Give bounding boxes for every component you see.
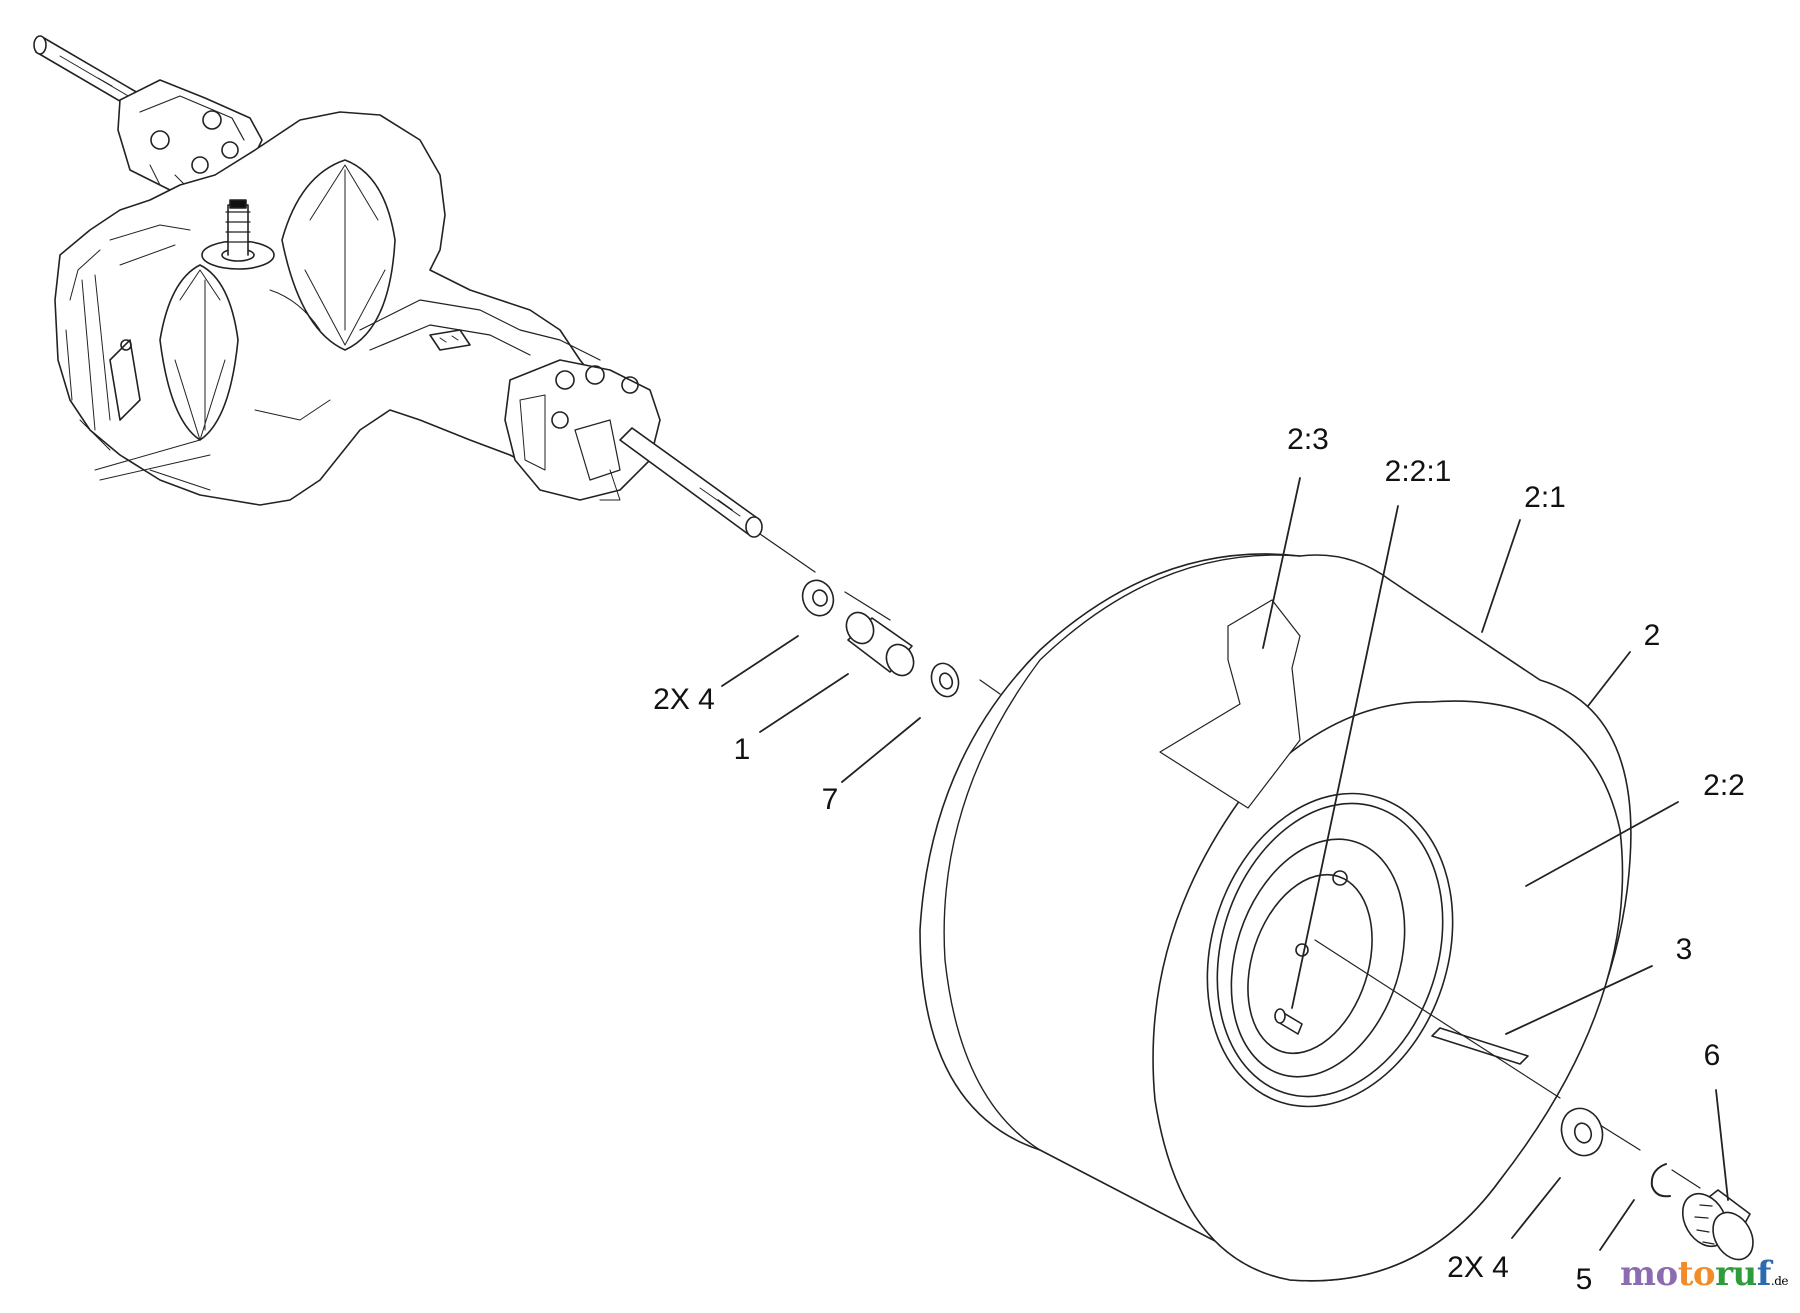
washer-small xyxy=(930,662,960,698)
axle-center-line xyxy=(759,533,1001,695)
retaining-ring xyxy=(1650,1163,1671,1198)
leader-1 xyxy=(759,673,849,733)
leader-5 xyxy=(1599,1199,1635,1251)
callout-2-1: 2:1 xyxy=(1524,481,1566,514)
leader-7 xyxy=(841,717,921,783)
leader-2-3 xyxy=(1262,477,1301,649)
motoruf-watermark-logo: motoruf.de xyxy=(1620,1254,1788,1294)
leader-2-2 xyxy=(1525,801,1679,887)
callout-2-2: 2:2 xyxy=(1703,769,1745,802)
callout-3: 3 xyxy=(1675,933,1693,966)
wheel-tire-assembly xyxy=(919,553,1701,1282)
hub-cap xyxy=(1681,1189,1754,1261)
spacer-bushing xyxy=(845,611,915,677)
washer-left xyxy=(801,579,835,617)
transaxle-housing xyxy=(33,35,763,538)
callout-6: 6 xyxy=(1703,1039,1721,1072)
callout-1: 1 xyxy=(733,733,751,766)
leader-2x4-left xyxy=(721,635,799,687)
callout-2-2-1: 2:2:1 xyxy=(1384,455,1452,488)
leader-2-1 xyxy=(1481,519,1521,633)
watermark-domain: .de xyxy=(1770,1274,1789,1288)
axle-shaft-lower xyxy=(619,427,763,538)
leader-3 xyxy=(1505,965,1653,1035)
leader-2x4-right xyxy=(1511,1177,1561,1239)
watermark-text: motoruf xyxy=(1620,1254,1771,1294)
leader-2-2-1 xyxy=(1291,505,1399,1009)
valve-stem xyxy=(1274,1008,1303,1035)
leader-lines xyxy=(721,477,1729,1251)
callout-5: 5 xyxy=(1575,1263,1593,1296)
callout-7: 7 xyxy=(821,783,839,816)
callout-2-3: 2:3 xyxy=(1287,423,1329,456)
tire-label-decal xyxy=(1159,599,1301,809)
axle-shaft-upper xyxy=(33,35,151,115)
callout-2: 2 xyxy=(1643,619,1661,652)
callout-2x4-right: 2X 4 xyxy=(1447,1251,1509,1284)
leader-2 xyxy=(1587,651,1631,707)
callout-2x4-left: 2X 4 xyxy=(653,683,715,716)
washer-right xyxy=(1560,1107,1604,1157)
leader-6 xyxy=(1715,1089,1729,1201)
